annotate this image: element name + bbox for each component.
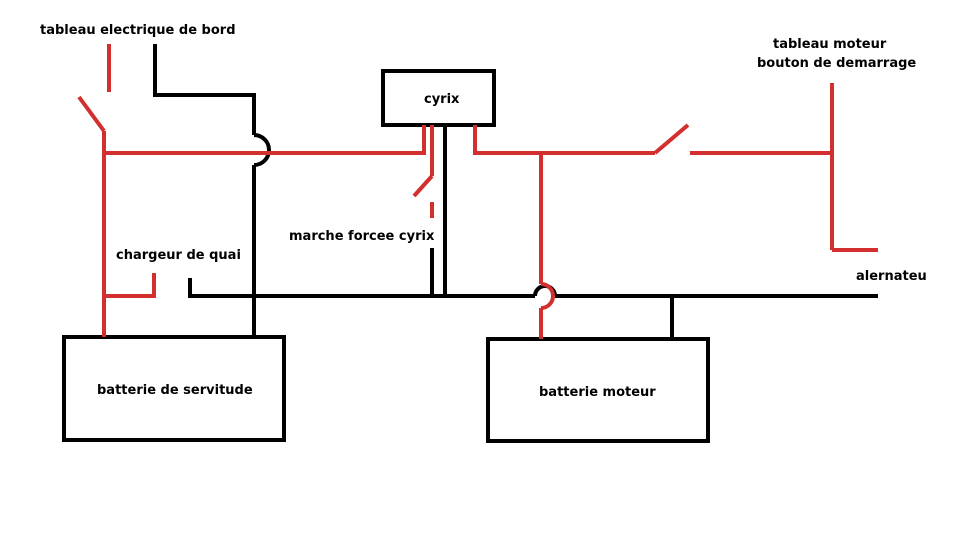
- switch-demarrage: [653, 123, 690, 155]
- positive-wire-chargeur: [104, 273, 156, 298]
- positive-wire-hop: [540, 282, 555, 310]
- negative-wire-hop: [253, 133, 271, 167]
- label-batterie-moteur: batterie moteur: [539, 385, 656, 400]
- switch-marche-forcee: [412, 174, 434, 198]
- switch-tableau-bord: [77, 95, 106, 133]
- label-bouton-demarrage: bouton de demarrage: [757, 56, 916, 71]
- label-tableau-bord: tableau electrique de bord: [40, 23, 236, 38]
- label-marche-forcee: marche forcee cyrix: [289, 229, 435, 244]
- label-cyrix: cyrix: [424, 92, 460, 107]
- label-tableau-moteur: tableau moteur: [773, 37, 887, 52]
- batterie-moteur-box: [486, 337, 710, 443]
- label-alternateur: alernateu: [856, 269, 927, 284]
- label-batterie-servitude: batterie de servitude: [97, 383, 253, 398]
- positive-bus-right: [473, 125, 655, 155]
- cyrix-box: [381, 69, 496, 127]
- label-chargeur: chargeur de quai: [116, 248, 241, 263]
- negative-bus-left: [188, 278, 535, 298]
- batterie-servitude-box: [62, 335, 286, 442]
- positive-bus-to-cyrix: [254, 125, 426, 155]
- negative-wire-tableau-bord: [153, 44, 256, 135]
